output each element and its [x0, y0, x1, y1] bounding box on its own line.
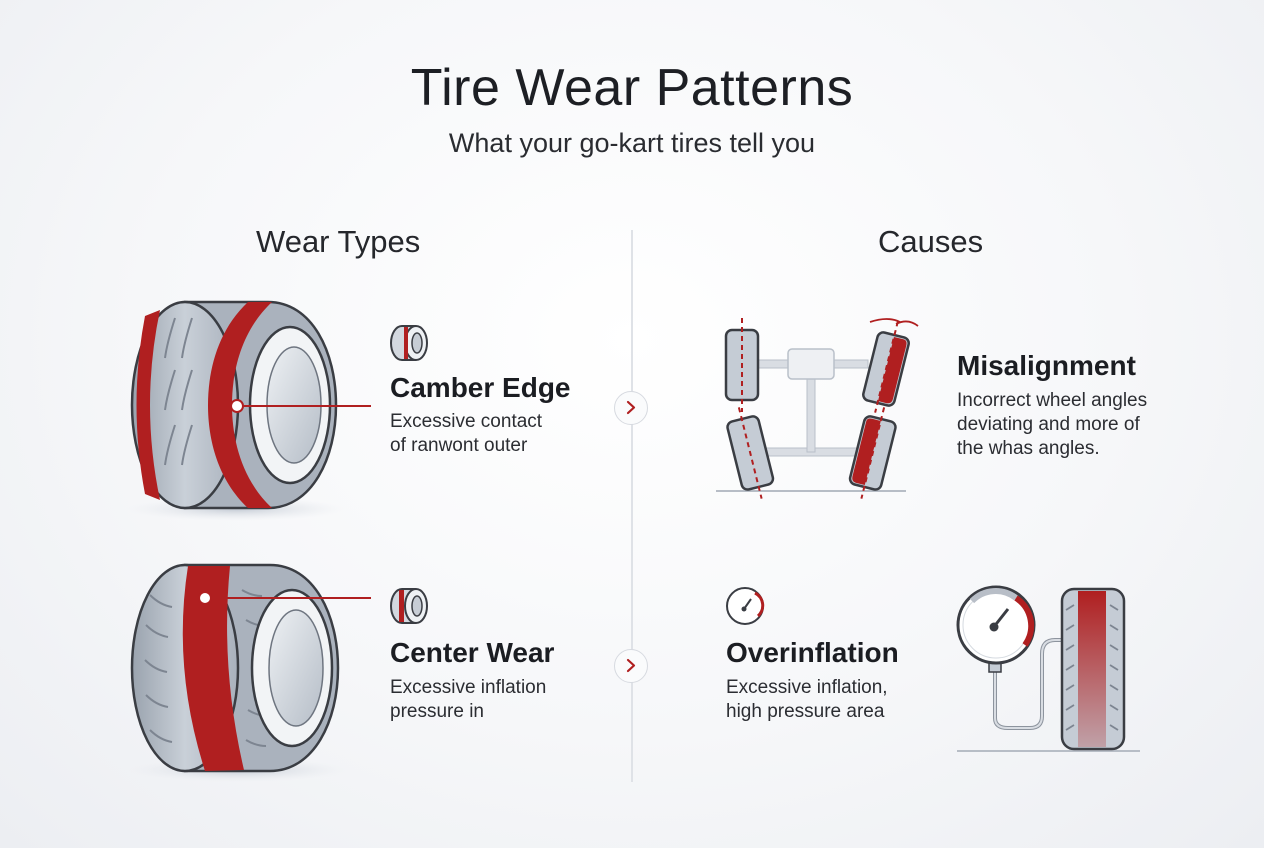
camber-edge-description: Excessive contact of ranwont outer: [390, 411, 543, 456]
causes-heading: Causes: [878, 224, 984, 259]
chevron-right-icon[interactable]: [614, 391, 648, 425]
overinflation-description: Excessive inflation, high pressure area: [726, 677, 888, 722]
camber-edge-title: Camber Edge: [390, 372, 571, 403]
overinflation-title: Overinflation: [726, 637, 899, 668]
tire-edge-wear-icon: [390, 325, 428, 361]
pressure-gauge-icon: [726, 587, 765, 625]
column-divider: [631, 230, 633, 782]
tire-center-wear-icon: [390, 588, 428, 624]
camber-edge-tire-illustration: [126, 300, 371, 521]
axle-alignment-icon: [716, 318, 919, 499]
misalignment-title: Misalignment: [957, 350, 1136, 381]
overinflation-illustration: [956, 585, 1140, 752]
misalignment-description: Incorrect wheel angles deviating and mor…: [957, 390, 1148, 459]
chevron-right-icon[interactable]: [614, 649, 648, 683]
center-wear-description: Excessive inflation pressure in: [390, 677, 547, 722]
center-wear-title: Center Wear: [390, 637, 555, 668]
wear-types-heading: Wear Types: [256, 224, 421, 259]
page-subtitle: What your go-kart tires tell you: [448, 128, 816, 158]
page-title: Tire Wear Patterns: [410, 59, 854, 117]
center-wear-tire-illustration: [128, 563, 371, 782]
